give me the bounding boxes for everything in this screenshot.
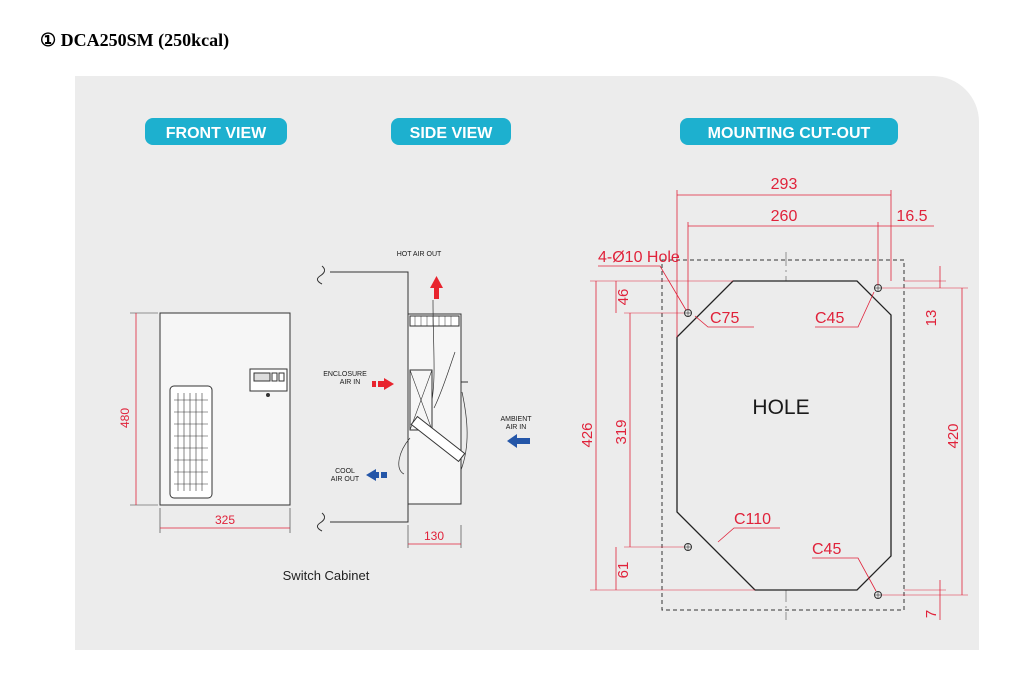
side-view-label: SIDE VIEW bbox=[410, 125, 494, 142]
hot-air-arrow bbox=[430, 276, 443, 299]
chamfer-bottom-left: C110 bbox=[734, 511, 771, 528]
enclosure-air-arrow bbox=[372, 378, 394, 390]
mounting-cutout-label: MOUNTING CUT-OUT bbox=[708, 125, 871, 142]
display-screen bbox=[253, 372, 271, 382]
page-title: ① DCA250SM (250kcal) bbox=[40, 30, 230, 50]
chamfer-top-left: C75 bbox=[710, 310, 739, 327]
front-view-label: FRONT VIEW bbox=[166, 125, 267, 142]
unit-outline bbox=[661, 259, 905, 611]
grille-slots bbox=[174, 393, 208, 491]
chamfer-top-right: C45 bbox=[815, 310, 844, 327]
hole-vertical-dim: 319 bbox=[613, 419, 630, 444]
ambient-air-arrow bbox=[507, 434, 530, 448]
bottom-offset-dim: 61 bbox=[615, 562, 632, 579]
cool-air-label-2: AIR OUT bbox=[331, 476, 360, 483]
cabinet-wall bbox=[330, 271, 409, 523]
front-view bbox=[130, 312, 291, 533]
hot-air-out-label: HOT AIR OUT bbox=[397, 251, 442, 258]
front-view-badge: FRONT VIEW bbox=[145, 118, 287, 145]
front-width-dim: 325 bbox=[215, 513, 235, 527]
enclosure-air-label-1: ENCLOSURE bbox=[323, 371, 367, 378]
hole-center-label: HOLE bbox=[752, 396, 809, 419]
top-right-offset-dim: 13 bbox=[923, 310, 940, 327]
hole-cutout bbox=[676, 280, 892, 591]
front-height-dim: 480 bbox=[118, 408, 132, 428]
top-offset-dim: 46 bbox=[615, 289, 632, 306]
ambient-air-label-1: AMBIENT bbox=[500, 416, 532, 423]
overall-width-dim: 293 bbox=[771, 176, 798, 193]
total-height-dim: 426 bbox=[579, 422, 596, 447]
cool-air-label-1: COOL bbox=[335, 468, 355, 475]
ambient-air-label-2: AIR IN bbox=[506, 424, 527, 431]
mounting-cutout-badge: MOUNTING CUT-OUT bbox=[680, 118, 898, 145]
unit-side-body bbox=[407, 313, 462, 505]
front-grille bbox=[169, 385, 213, 499]
chamfer-bottom-right: C45 bbox=[812, 541, 841, 558]
mounting-cutout bbox=[590, 190, 968, 620]
side-view bbox=[316, 265, 468, 548]
hole-note: 4-Ø10 Hole bbox=[598, 249, 680, 266]
evaporator-coil bbox=[410, 415, 466, 463]
cabinet-break-bottom bbox=[316, 512, 326, 532]
hole-spacing-dim: 260 bbox=[771, 208, 798, 225]
top-fan bbox=[409, 315, 460, 327]
right-height-dim: 420 bbox=[945, 423, 962, 448]
side-depth-dim: 130 bbox=[424, 529, 444, 543]
edge-offset-dim: 16.5 bbox=[896, 208, 927, 225]
side-view-badge: SIDE VIEW bbox=[391, 118, 511, 145]
enclosure-air-label-2: AIR IN bbox=[340, 379, 361, 386]
cool-air-arrow bbox=[366, 469, 387, 481]
cabinet-break-top bbox=[316, 265, 326, 285]
bottom-right-offset-dim: 7 bbox=[923, 610, 940, 618]
switch-cabinet-label: Switch Cabinet bbox=[283, 568, 370, 583]
